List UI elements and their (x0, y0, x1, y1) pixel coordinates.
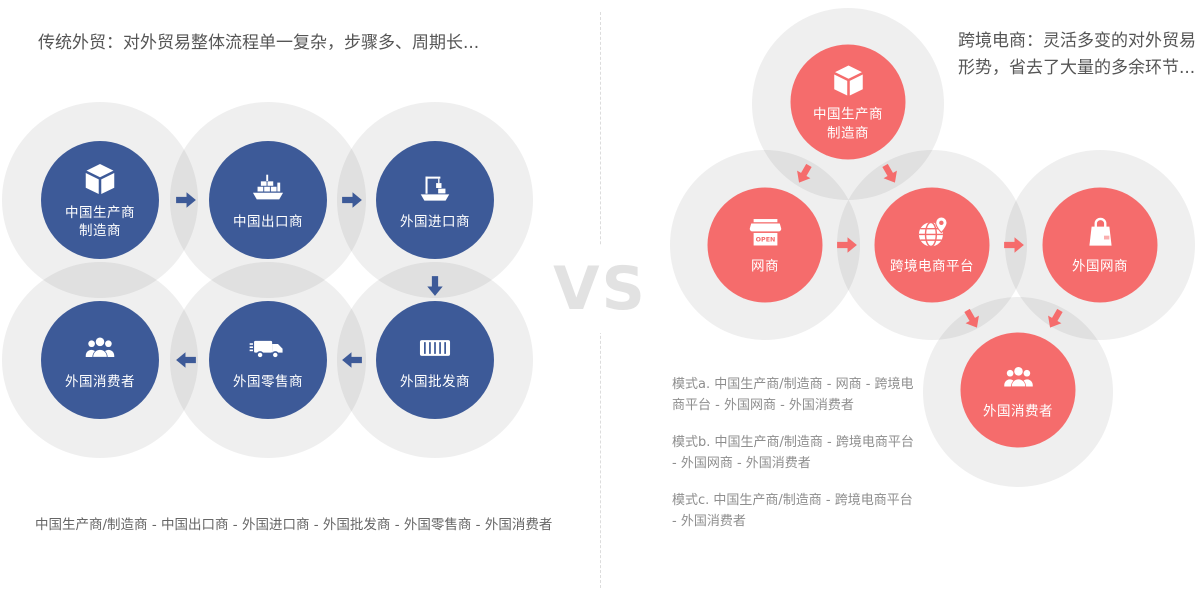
globe-platform-icon (913, 214, 951, 252)
node-label: 外国消费者 (65, 373, 135, 390)
arrow-down-right-icon (873, 157, 907, 191)
package-icon (829, 62, 867, 100)
store-open-sign: OPEN (755, 237, 775, 244)
cargo-ship-icon (249, 169, 287, 207)
consumers-group-icon (999, 359, 1037, 397)
arrow-left-icon (340, 348, 365, 373)
node-label: 网商 (751, 258, 779, 275)
trad-node-china-exporter: 中国出口商 (209, 141, 327, 259)
cb-node-foreign-online-merchant: 外国网商 (1042, 187, 1158, 303)
trad-node-foreign-importer: 外国进口商 (376, 141, 494, 259)
container-icon (416, 329, 454, 367)
node-label: 跨境电商平台 (890, 258, 974, 275)
arrow-down-right-icon (955, 302, 989, 336)
import-ship-crane-icon (416, 169, 454, 207)
node-label: 中国生产商 制造商 (65, 204, 135, 239)
node-label: 外国零售商 (233, 373, 303, 390)
cb-node-online-merchant: OPEN 网商 (707, 187, 823, 303)
node-label: 外国进口商 (400, 213, 470, 230)
arrow-down-left-icon (787, 157, 821, 191)
package-icon (81, 160, 119, 198)
arrow-right-icon (340, 188, 365, 213)
vs-label: VS (549, 245, 651, 333)
arrow-down-icon (423, 274, 448, 299)
arrow-right-icon (1002, 233, 1027, 258)
consumers-group-icon (81, 329, 119, 367)
node-label: 外国消费者 (983, 403, 1053, 420)
traditional-flow-summary: 中国生产商/制造商 - 中国出口商 - 外国进口商 - 外国批发商 - 外国零售… (35, 517, 553, 533)
traditional-trade-title: 传统外贸：对外贸易整体流程单一复杂，步骤多、周期长... (38, 33, 480, 53)
node-label: 外国批发商 (400, 373, 470, 390)
online-store-icon: OPEN (746, 214, 784, 252)
mode-a: 模式a. 中国生产商/制造商 - 网商 - 跨境电商平台 - 外国网商 - 外国… (672, 377, 914, 414)
node-label: 中国生产商 制造商 (813, 106, 883, 141)
arrow-down-left-icon (1038, 302, 1072, 336)
shopping-bag-icon (1081, 214, 1119, 252)
arrow-right-icon (174, 188, 199, 213)
cb-node-foreign-consumer: 外国消费者 (960, 332, 1076, 448)
trad-node-foreign-consumer: 外国消费者 (41, 301, 159, 419)
trad-node-foreign-wholesaler: 外国批发商 (376, 301, 494, 419)
delivery-truck-icon (249, 329, 287, 367)
node-label: 中国出口商 (233, 213, 303, 230)
arrow-left-icon (174, 348, 199, 373)
cross-border-title: 跨境电商：灵活多变的对外贸易形势，省去了大量的多余环节... (958, 31, 1196, 79)
cross-border-modes: 模式a. 中国生产商/制造商 - 网商 - 跨境电商平台 - 外国网商 - 外国… (672, 374, 916, 548)
mode-c: 模式c. 中国生产商/制造商 - 跨境电商平台 - 外国消费者 (672, 492, 913, 530)
cb-node-china-manufacturer: 中国生产商 制造商 (790, 44, 906, 160)
mode-b: 模式b. 中国生产商/制造商 - 跨境电商平台 - 外国网商 - 外国消费者 (672, 434, 914, 472)
trad-node-china-manufacturer: 中国生产商 制造商 (41, 141, 159, 259)
cb-node-platform: 跨境电商平台 (874, 187, 990, 303)
node-label: 外国网商 (1072, 258, 1128, 275)
arrow-right-icon (835, 233, 860, 258)
trad-node-foreign-retailer: 外国零售商 (209, 301, 327, 419)
